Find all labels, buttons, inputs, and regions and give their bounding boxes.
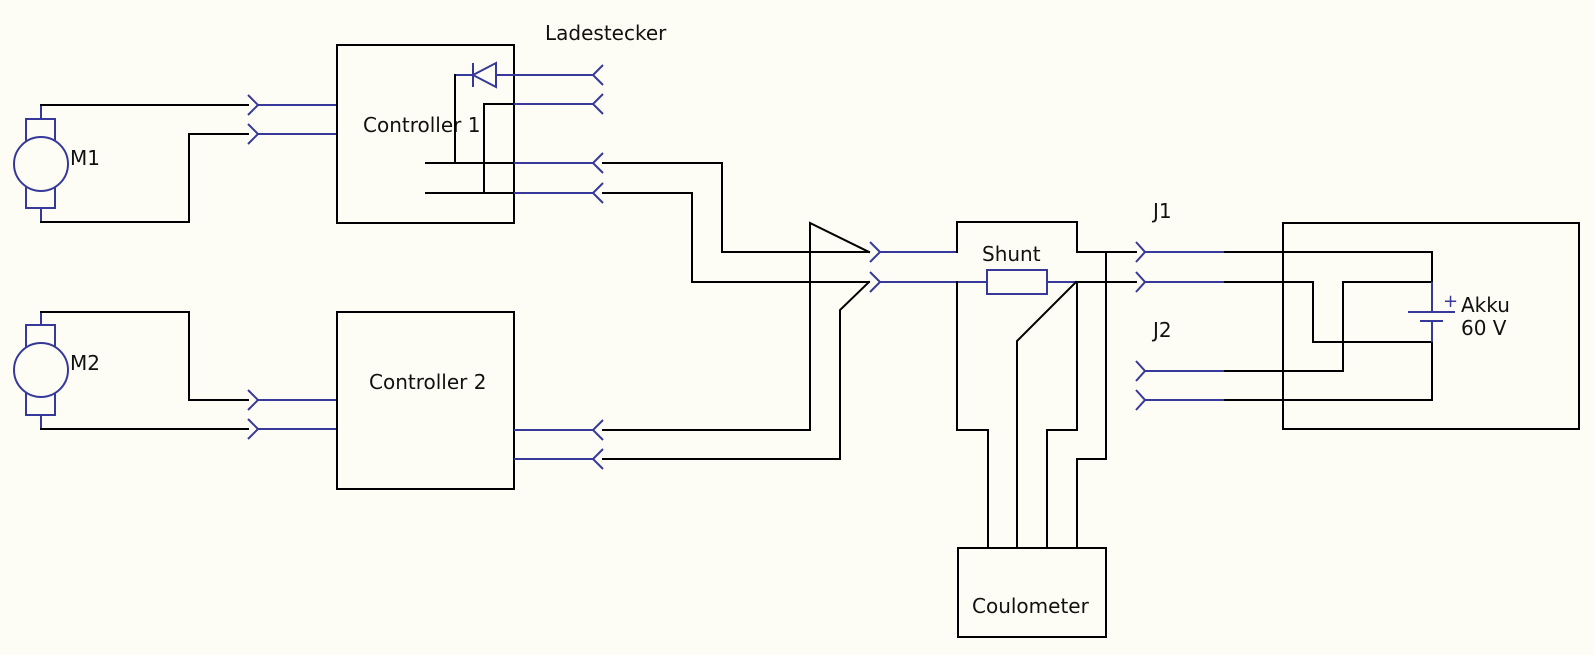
wire-sense-3: [1046, 281, 1078, 549]
coulometer-label: Coulometer: [972, 594, 1090, 618]
shunt-label: Shunt: [982, 242, 1041, 266]
connector-c2-out-a-icon: [591, 419, 604, 441]
connector-charge-b-icon: [591, 93, 604, 115]
connector-j2-label: J2: [1151, 318, 1172, 342]
wire-j1-a-battery: [1224, 251, 1433, 283]
controller-1: Controller 1: [336, 44, 515, 224]
controller-2-box: [336, 311, 515, 490]
wire-m1-bottom: [40, 133, 249, 223]
battery-name-label: Akku: [1461, 293, 1510, 317]
motor-m1-label: M1: [70, 146, 100, 170]
controller-1-box: [336, 44, 515, 224]
wire-sense-2: [1016, 280, 1078, 549]
wire-c2-plus: [602, 221, 871, 431]
motor-m1: M1: [13, 105, 100, 222]
battery-plus-icon: +: [1443, 291, 1458, 312]
controller-2: Controller 2: [336, 311, 515, 490]
wire-j2-a-battery: [1224, 281, 1433, 372]
connector-c1-out-b-icon: [591, 182, 604, 204]
controller-1-label: Controller 1: [363, 113, 480, 137]
battery-voltage-label: 60 V: [1461, 316, 1507, 340]
controller-2-label: Controller 2: [369, 370, 486, 394]
wire-sense-4: [1076, 251, 1107, 549]
wire-j2-b-battery: [1224, 341, 1433, 401]
wire-plus-bypass: [956, 221, 1137, 253]
connector-j1-label: J1: [1151, 199, 1172, 223]
connector-charge-a-icon: [591, 64, 604, 86]
charge-connector-label: Ladestecker: [545, 21, 667, 45]
diode-icon: [470, 61, 497, 89]
motor-m2-label: M2: [70, 351, 100, 375]
wire-j1-b-battery: [1224, 281, 1433, 343]
coulometer-box: [957, 547, 1107, 638]
wire-sense-1: [956, 281, 989, 549]
wire-c1-plus: [602, 162, 870, 253]
wire-c1-minus: [602, 192, 870, 283]
connector-c2-out-b-icon: [591, 448, 604, 470]
motor-m1-icon: [13, 136, 69, 192]
connector-c1-out-a-icon: [591, 152, 604, 174]
motor-m2-icon: [13, 342, 69, 398]
wire-m2-top: [40, 311, 249, 401]
battery: + Akku 60 V: [1408, 282, 1510, 342]
motor-m2: M2: [13, 312, 100, 429]
shunt-resistor-icon: [986, 269, 1048, 295]
wire-c2-minus: [602, 280, 871, 460]
coulometer: Coulometer: [957, 547, 1107, 638]
battery-box: [1282, 222, 1580, 430]
shunt: Shunt: [982, 242, 1076, 295]
